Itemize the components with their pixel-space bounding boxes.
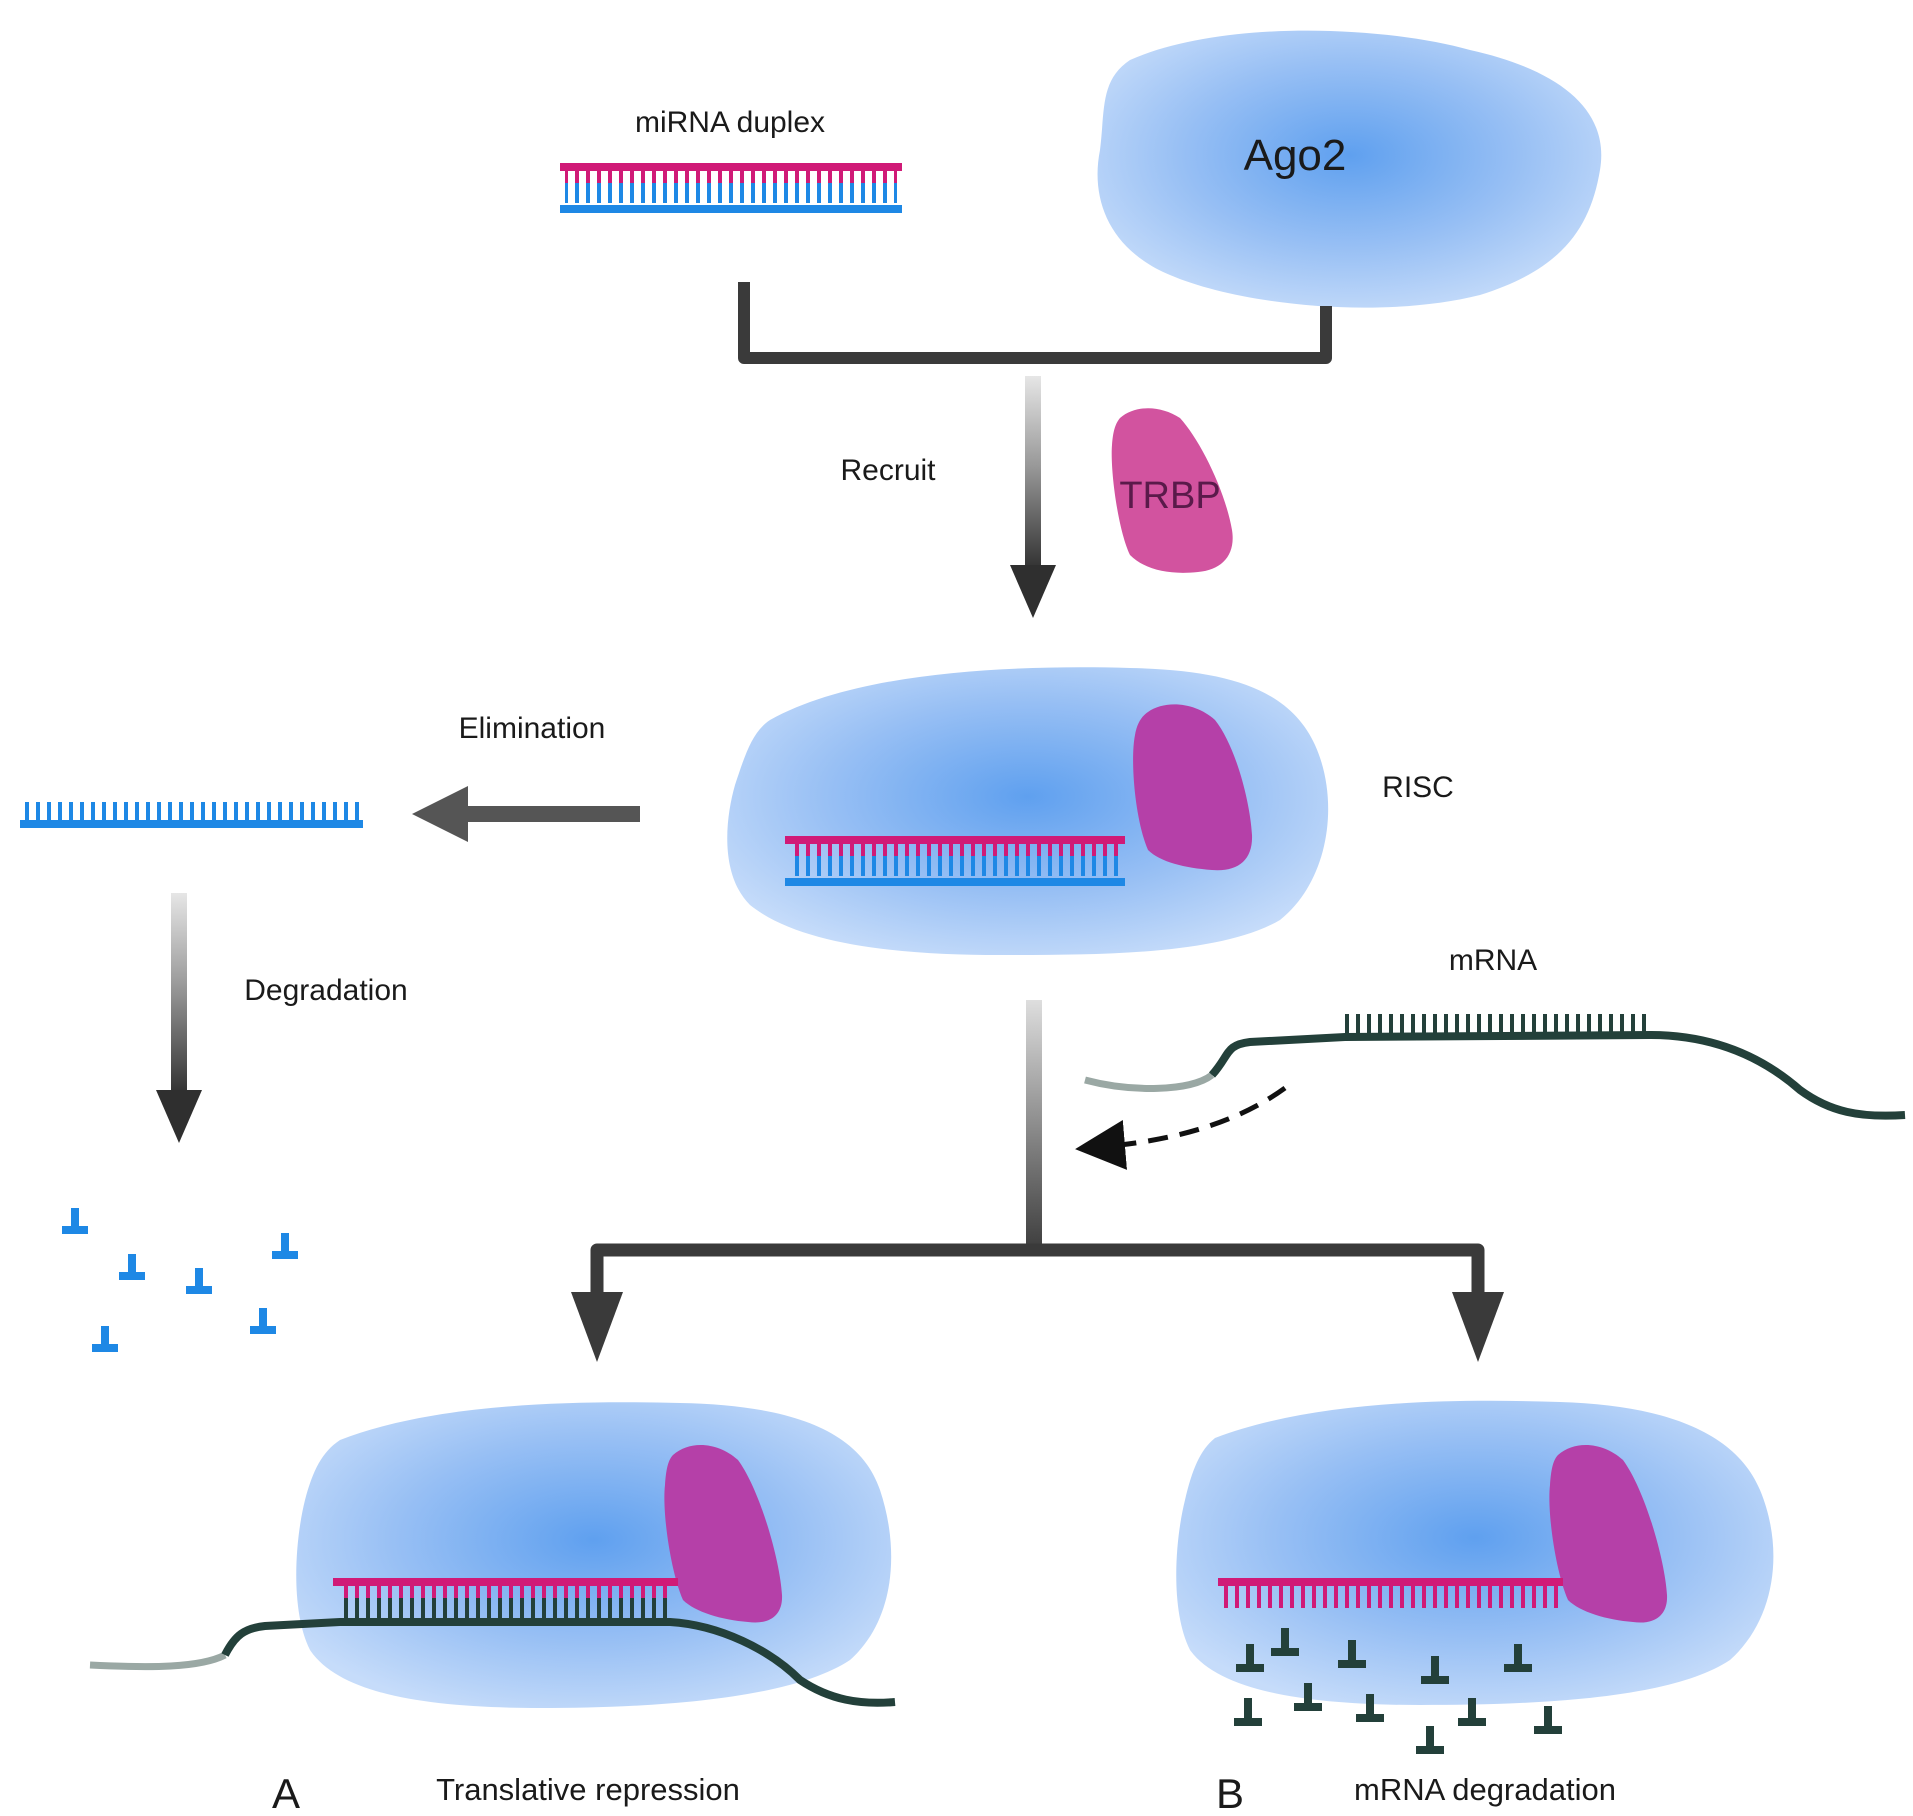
branch-stem bbox=[1026, 1000, 1042, 1256]
mrna-approach-arrow bbox=[1075, 1085, 1287, 1170]
mirna-duplex-label: miRNA duplex bbox=[635, 106, 825, 139]
branch-arrowhead-b bbox=[1452, 1292, 1504, 1362]
branch-bar bbox=[590, 1243, 1485, 1300]
degradation-arrow-shaft bbox=[171, 893, 187, 1097]
panel-a-mirna-mrna-duplex bbox=[89, 1578, 896, 1707]
elimination-label: Elimination bbox=[459, 712, 606, 745]
ago2-protein bbox=[1097, 30, 1602, 308]
passenger-strand-eliminated bbox=[20, 802, 363, 828]
panel-a-letter: A bbox=[272, 1770, 300, 1816]
mrna-strand bbox=[1084, 1014, 1906, 1120]
degraded-nucleotides-blue bbox=[62, 1208, 298, 1352]
risc-label: RISC bbox=[1382, 771, 1454, 804]
mrna-label: mRNA bbox=[1449, 944, 1537, 977]
panel-b-trbp bbox=[1549, 1444, 1668, 1623]
ago2-label: Ago2 bbox=[1244, 131, 1347, 180]
recruit-arrowhead bbox=[1010, 565, 1056, 618]
recruit-arrow-shaft bbox=[1025, 376, 1041, 572]
recruit-label: Recruit bbox=[840, 454, 936, 487]
trbp-label: TRBP bbox=[1119, 475, 1220, 517]
panel-b-guide-strand bbox=[1218, 1578, 1563, 1608]
risc-duplex bbox=[785, 836, 1125, 886]
degraded-nucleotides-mrna bbox=[1234, 1628, 1562, 1754]
degradation-label: Degradation bbox=[244, 974, 407, 1007]
panel-b-caption: mRNA degradation bbox=[1354, 1772, 1616, 1807]
elimination-arrow bbox=[412, 786, 640, 842]
panel-b-letter: B bbox=[1216, 1770, 1244, 1816]
panel-a-risc-complex bbox=[296, 1402, 892, 1708]
panel-a-caption: Translative repression bbox=[436, 1772, 740, 1807]
joining-bracket bbox=[738, 282, 1332, 364]
mirna-duplex bbox=[560, 163, 902, 213]
degradation-arrowhead bbox=[156, 1090, 202, 1143]
panel-a-trbp bbox=[664, 1444, 783, 1623]
panel-b-risc-complex bbox=[1176, 1400, 1774, 1705]
trbp-protein bbox=[1111, 408, 1233, 573]
risc-trbp bbox=[1133, 704, 1253, 871]
branch-arrowhead-a bbox=[571, 1292, 623, 1362]
